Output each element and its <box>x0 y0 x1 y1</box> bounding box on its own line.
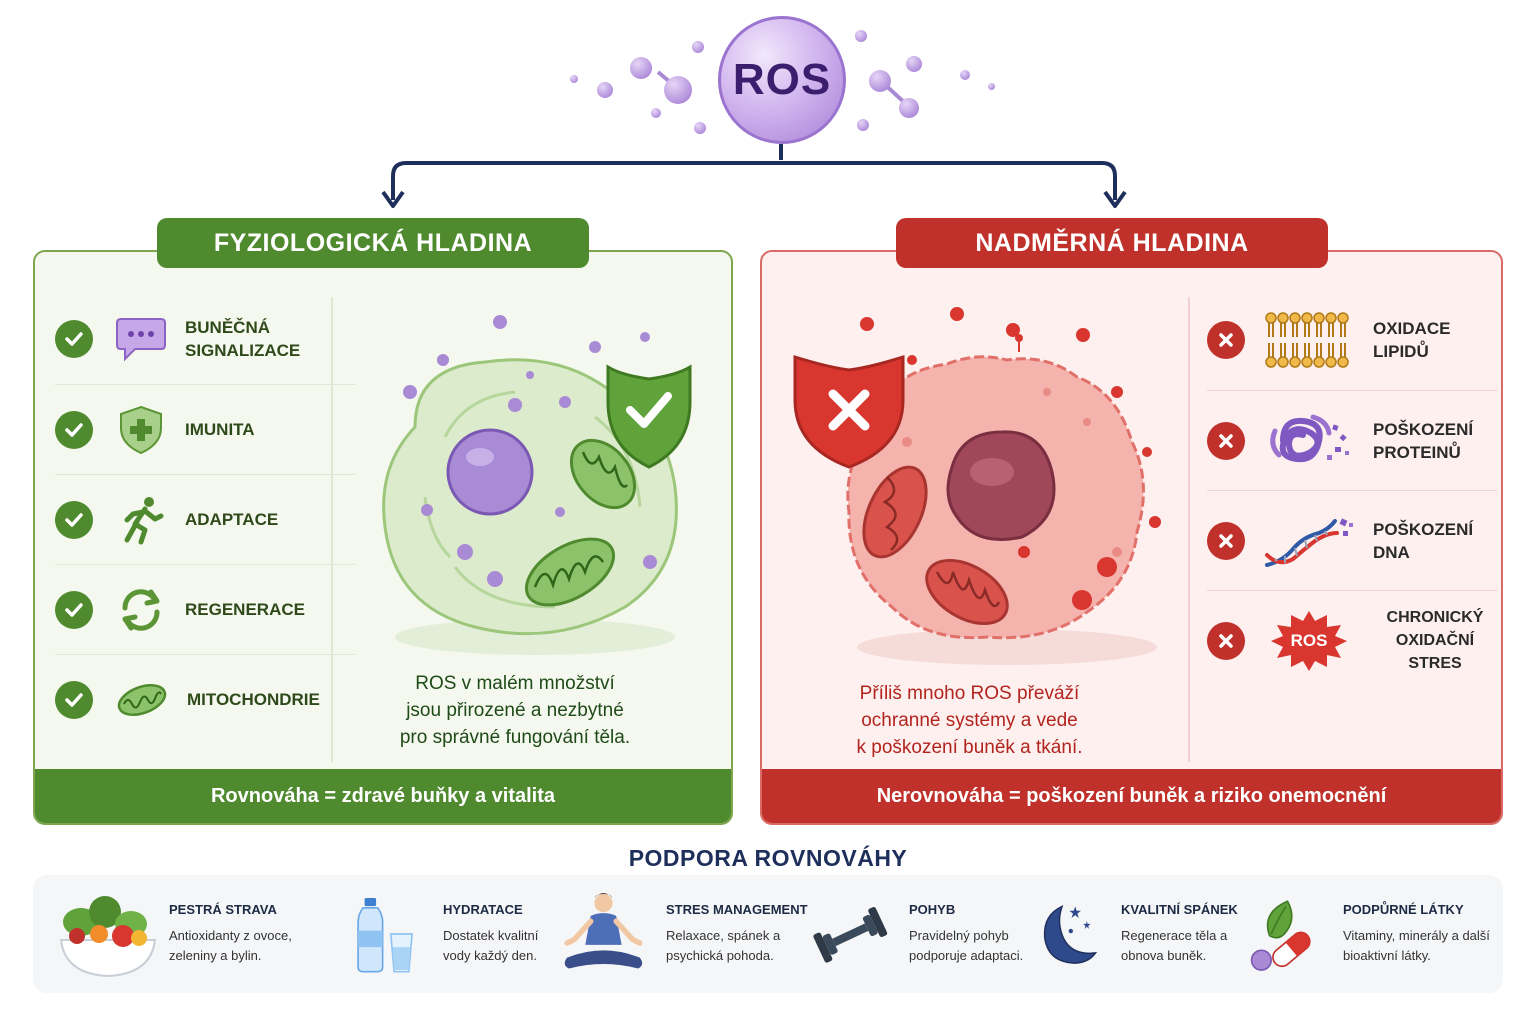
cross-icon <box>1207 621 1245 660</box>
list-item: ADAPTACE <box>55 474 355 564</box>
lipid-bilayer-icon <box>1265 312 1349 368</box>
ros-label: ROS <box>732 55 832 104</box>
excessive-level-title: NADMĚRNÁ HLADINA <box>896 218 1328 268</box>
support-item-stress: STRES MANAGEMENT Relaxace, spánek a psyc… <box>558 875 808 993</box>
support-item-title: KVALITNÍ SPÁNEK <box>1121 902 1238 917</box>
mitochondrion-icon <box>117 683 167 716</box>
recycle-arrows-icon <box>122 588 160 631</box>
list-item: IMUNITA <box>55 384 355 474</box>
item-label: CHRONICKÝ OXIDAČNÍ STRES <box>1386 609 1484 672</box>
cross-icon <box>1207 321 1245 359</box>
molecule-dot <box>630 57 652 79</box>
item-label: POŠKOZENÍ DNA <box>1373 519 1474 562</box>
support-item-desc: Dostatek kvalitní vody každý den. <box>443 928 539 963</box>
molecule-dot <box>597 82 613 98</box>
panel-divider <box>331 297 333 762</box>
support-item-hydration: HYDRATACE Dostatek kvalitní vody každý d… <box>345 875 553 993</box>
healthy-cell-illustration <box>382 315 692 655</box>
molecule-dot <box>988 83 995 90</box>
molecule-dot <box>899 98 919 118</box>
support-item-desc: Regenerace těla a obnova buněk. <box>1121 928 1228 963</box>
molecule-dot <box>570 75 578 83</box>
support-item-supplements: PODPŮRNÉ LÁTKY Vitaminy, minerály a dalš… <box>1245 875 1498 993</box>
water-bottle-icon <box>357 898 413 973</box>
list-item: ROS CHRONICKÝ OXIDAČNÍ STRES <box>1207 590 1497 690</box>
molecule-dot <box>960 70 970 80</box>
support-item-desc: Relaxace, spánek a psychická pohoda. <box>666 928 781 963</box>
molecule-dot <box>694 122 706 134</box>
excessive-level-panel: Příliš mnoho ROS převáží ochranné systém… <box>760 250 1503 825</box>
check-icon <box>55 320 93 358</box>
support-list: PESTRÁ STRAVA Antioxidanty z ovoce, zele… <box>33 875 1503 993</box>
cross-icon <box>1207 521 1245 560</box>
support-item-title: PODPŮRNÉ LÁTKY <box>1343 902 1464 917</box>
damaged-cell-illustration <box>793 307 1161 665</box>
item-label: MITOCHONDRIE <box>187 690 320 709</box>
leaf-capsule-icon <box>1250 900 1311 971</box>
support-item-desc: Vitaminy, minerály a další bioaktivní lá… <box>1343 928 1490 963</box>
molecule-dot <box>855 30 867 42</box>
molecule-dot <box>692 41 704 53</box>
list-item: MITOCHONDRIE <box>55 654 355 744</box>
ros-burst-icon: ROS <box>1263 610 1355 671</box>
running-person-icon <box>124 496 164 544</box>
panel-divider <box>1188 297 1190 762</box>
item-label: OXIDACE LIPIDŮ <box>1373 319 1451 361</box>
molecule-dot <box>651 108 661 118</box>
balance-footer: Rovnováha = zdravé buňky a vitalita <box>35 769 731 823</box>
support-item-title: STRES MANAGEMENT <box>666 902 808 917</box>
vegetable-bowl-icon <box>59 896 157 978</box>
item-label: IMUNITA <box>185 420 255 439</box>
ros-header: ROS <box>0 0 1536 220</box>
list-item: POŠKOZENÍ PROTEINŮ <box>1207 390 1497 490</box>
speech-bubble-icon <box>116 318 166 362</box>
item-label: BUNĚČNÁ SIGNALIZACE <box>185 318 301 360</box>
moon-stars-icon <box>1043 904 1098 964</box>
support-item-exercise: POHYB Pravidelný pohyb podporuje adaptac… <box>811 875 1034 993</box>
item-label: REGENERACE <box>185 600 305 619</box>
support-item-desc: Pravidelný pohyb podporuje adaptaci. <box>909 928 1024 963</box>
check-icon <box>55 680 93 719</box>
list-item: BUNĚČNÁ SIGNALIZACE <box>55 294 355 384</box>
broken-dna-icon <box>1265 517 1353 567</box>
list-item: OXIDACE LIPIDŮ <box>1207 290 1497 390</box>
molecule-dot <box>869 70 891 92</box>
shield-plus-icon <box>120 405 162 454</box>
healthy-cell-caption: ROS v malém množství jsou přirozené a ne… <box>399 673 631 748</box>
damaged-cell-caption: Příliš mnoho ROS převáží ochranné systém… <box>856 683 1083 758</box>
physiological-level-title: FYZIOLOGICKÁ HLADINA <box>157 218 589 268</box>
cross-icon <box>1207 421 1245 460</box>
support-item-title: HYDRATACE <box>443 902 523 917</box>
dumbbell-icon <box>813 907 888 963</box>
benefits-list: BUNĚČNÁ SIGNALIZACE IMUNITA <box>55 294 355 744</box>
check-icon <box>55 590 93 629</box>
physiological-level-panel: BUNĚČNÁ SIGNALIZACE IMUNITA <box>33 250 733 825</box>
molecule-dot <box>857 119 869 131</box>
damage-list: OXIDACE LIPIDŮ POŠKOZENÍ PROTEINŮ <box>1207 290 1497 690</box>
item-label: ADAPTACE <box>185 510 279 529</box>
imbalance-footer: Nerovnováha = poškození buněk a riziko o… <box>762 769 1501 823</box>
ros-burst-label: ROS <box>1290 630 1328 650</box>
list-item: REGENERACE <box>55 564 355 654</box>
check-icon <box>55 410 93 449</box>
ros-bubble: ROS <box>718 16 846 144</box>
support-item-title: PESTRÁ STRAVA <box>169 902 277 917</box>
list-item: POŠKOZENÍ DNA <box>1207 490 1497 590</box>
support-item-desc: Antioxidanty z ovoce, zeleniny a bylin. <box>169 928 292 963</box>
check-icon <box>55 500 93 539</box>
damaged-protein-icon <box>1270 414 1349 462</box>
support-item-sleep: KVALITNÍ SPÁNEK Regenerace těla a obnova… <box>1033 875 1241 993</box>
molecule-dot <box>906 56 922 72</box>
support-item-diet: PESTRÁ STRAVA Antioxidanty z ovoce, zele… <box>51 875 319 993</box>
support-title: PODPORA ROVNOVÁHY <box>628 845 908 871</box>
molecule-dot <box>664 76 692 104</box>
meditation-icon <box>564 893 643 969</box>
item-label: POŠKOZENÍ PROTEINŮ <box>1373 419 1474 462</box>
support-item-title: POHYB <box>909 902 956 917</box>
